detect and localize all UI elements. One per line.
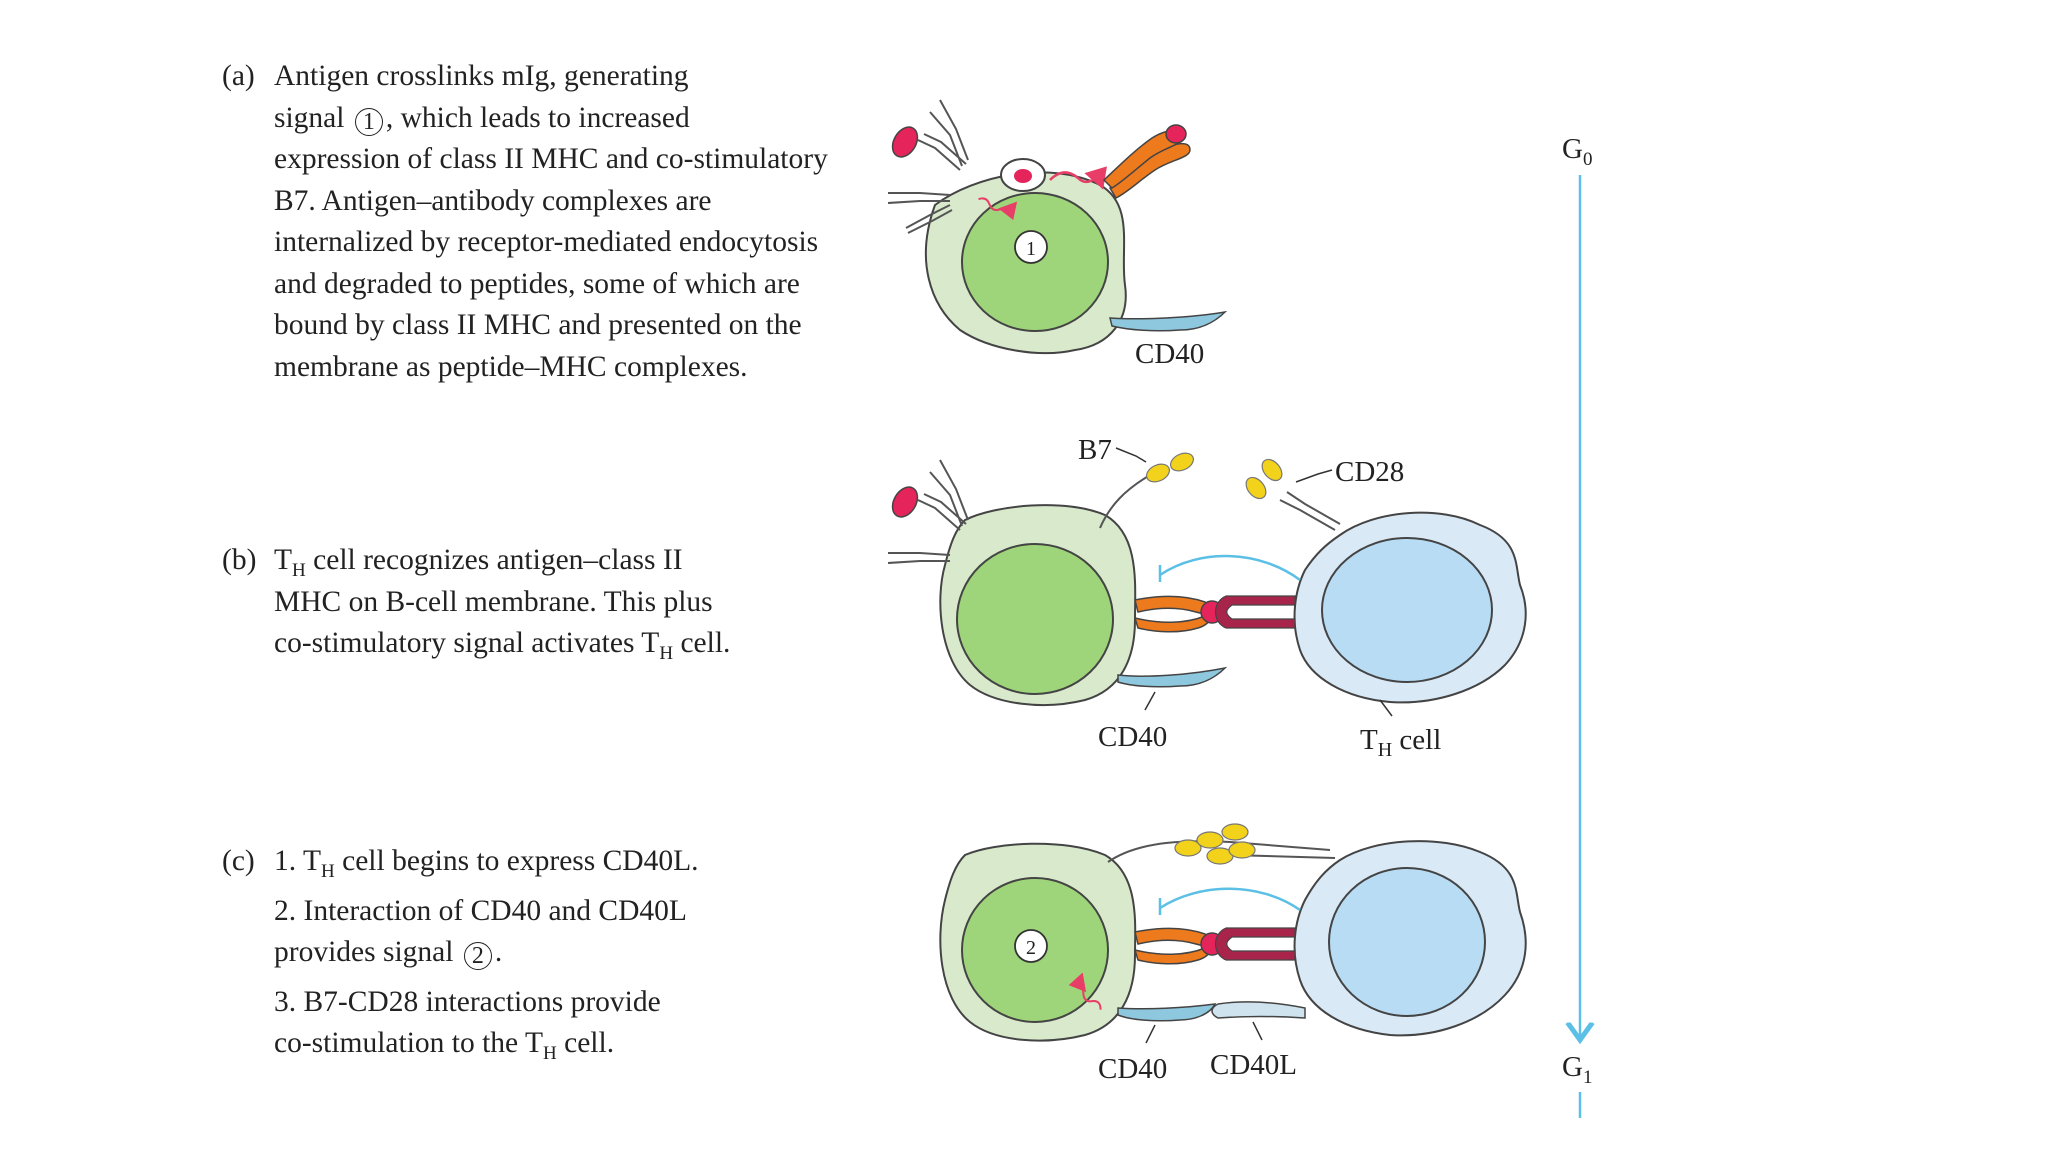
- cd40l-label-c: CD40L: [1210, 1049, 1297, 1081]
- timeline-end-main: G: [1562, 1051, 1583, 1083]
- b7-domain-2: [1170, 452, 1194, 472]
- th-cell-label-t: T: [1360, 724, 1378, 756]
- panel-a-line2: signal 1, which leads to increased: [274, 98, 842, 140]
- th-cell-c-nucleus: [1328, 867, 1486, 1017]
- panel-b-line1: TH cell recognizes antigen–class II: [274, 540, 842, 582]
- cd40-label-b: CD40: [1098, 721, 1167, 753]
- signal-2-circle: [1014, 929, 1048, 963]
- panel-c-step1: 1. TH cell begins to express CD40L.: [274, 841, 842, 883]
- panel-a-body: Antigen crosslinks mIg, generating signa…: [274, 56, 842, 388]
- cd40-label-a: CD40: [1135, 338, 1204, 370]
- panel-c-tag: (c): [222, 845, 255, 877]
- panel-c-body: 1. TH cell begins to express CD40L. 2. I…: [274, 841, 842, 1065]
- panel-c-step3: 3. B7-CD28 interactions provide co-stimul…: [274, 982, 842, 1065]
- mhc-transport-arrow: [1049, 166, 1107, 190]
- timeline-end-label: G1: [1562, 1051, 1592, 1088]
- mig-receptors-a: [887, 99, 969, 234]
- b7-cd28-bridge-1: [1107, 840, 1331, 863]
- panel-b-line3: co-stimulatory signal activates TH cell.: [274, 623, 842, 665]
- cd28-stalk-b: [1279, 491, 1341, 531]
- signal-1-label: 1: [1026, 238, 1036, 260]
- timeline-end-sub: 1: [1583, 1067, 1593, 1088]
- antigen-b: [891, 486, 919, 518]
- signal-2-arrow: [1068, 972, 1102, 1010]
- panel-b-line1-post: cell recognizes antigen–class II: [305, 544, 683, 576]
- panel-b-tag: (b): [222, 544, 257, 576]
- cd40l-leader-c: [1252, 1021, 1263, 1041]
- b7-label: B7: [1078, 434, 1112, 466]
- cd40-c: [1117, 1003, 1217, 1022]
- panel-a-line1: Antigen crosslinks mIg, generating: [274, 60, 689, 92]
- panel-c-step2-line2: provides signal 2.: [274, 932, 842, 974]
- timeline-start-sub: 0: [1583, 149, 1593, 170]
- cd40-b: [1117, 666, 1228, 688]
- panel-c-text: (c) 1. TH cell begins to express CD40L. …: [222, 841, 842, 1065]
- b7-stalk-b: [1099, 474, 1151, 529]
- cd40l-c: [1211, 1001, 1306, 1019]
- cd40-leader-c: [1145, 1024, 1156, 1044]
- panel-c-step3-line2: co-stimulation to the TH cell.: [274, 1023, 842, 1065]
- cd40-leader-b: [1144, 691, 1156, 711]
- panel-c-step2-post: .: [494, 936, 503, 968]
- panel-c-step2: 2. Interaction of CD40 and CD40L provides…: [274, 891, 842, 974]
- th-cell-label: TH cell: [1360, 724, 1441, 761]
- panel-c-step3-line1: 3. B7-CD28 interactions provide: [274, 985, 661, 1018]
- cd40-a: [1109, 310, 1228, 332]
- panel-b-t: T: [274, 544, 293, 576]
- b-cell-b-nucleus: [956, 543, 1114, 695]
- panel-b-line3-pre: co-stimulatory signal activates T: [274, 627, 660, 659]
- th-cell-leader: [1379, 699, 1393, 717]
- cd28-domain-1: [1261, 458, 1283, 482]
- panel-b-line3-post: cell.: [673, 627, 731, 659]
- panel-c-step3-pre: co-stimulation to the T: [274, 1027, 544, 1059]
- panel-c-diagram: 2 CD40 CD40L: [939, 823, 1527, 1085]
- panel-c-step2-line1: 2. Interaction of CD40 and CD40L: [274, 894, 687, 927]
- panel-b-t-sub: H: [292, 559, 306, 581]
- panel-b-body: TH cell recognizes antigen–class II MHC …: [274, 540, 842, 665]
- cd28-leader: [1295, 469, 1333, 483]
- mhc-tcr-complex-c: [1133, 927, 1296, 965]
- b7-leader: [1115, 447, 1147, 463]
- panel-c-step2-pre: provides signal: [274, 936, 454, 968]
- panel-c-step1-post: cell begins to express CD40L.: [334, 845, 699, 877]
- costimulation-arc-b: [1159, 554, 1301, 582]
- panel-b-diagram: B7 CD28 CD40 TH cell: [887, 434, 1527, 761]
- cd28-domain-2: [1245, 476, 1267, 500]
- panel-c-step3-sub: H: [543, 1042, 557, 1064]
- th-cell-label-sub: H: [1378, 739, 1392, 761]
- endosome-antigen: [1014, 169, 1032, 183]
- cd28-label: CD28: [1335, 456, 1404, 488]
- timeline-start-label: G0: [1562, 133, 1592, 170]
- panel-a-diagram: 1 CD40: [887, 99, 1228, 370]
- mhc-tcr-complex-b: [1133, 595, 1296, 633]
- signal-2-label: 2: [1026, 937, 1036, 959]
- panel-c-step3-post: cell.: [556, 1027, 615, 1059]
- panel-b-text: (b) TH cell recognizes antigen–class II …: [222, 540, 842, 665]
- cd40-label-c: CD40: [1098, 1053, 1167, 1085]
- panel-c-step1-pre: 1. T: [274, 845, 321, 877]
- panel-a-line2-pre: signal: [274, 101, 345, 134]
- panel-a-rest: expression of class II MHC and co-stimul…: [274, 143, 828, 383]
- b7-domain-1: [1146, 463, 1170, 483]
- mig-receptors-b: [887, 459, 969, 564]
- costimulation-arc-c: [1159, 887, 1301, 912]
- panel-a-tag: (a): [222, 60, 255, 92]
- mhc-class-ii-a: [1102, 124, 1191, 199]
- th-cell-label-post: cell: [1392, 724, 1441, 756]
- timeline-start-main: G: [1562, 133, 1583, 165]
- panel-a-text: (a) Antigen crosslinks mIg, generating s…: [222, 56, 842, 388]
- panel-a-line2-post: , which leads to increased: [385, 101, 690, 134]
- b7-cd28-complex-c: [1174, 823, 1256, 865]
- signal-2-marker: 2: [463, 942, 492, 970]
- antigen-a: [891, 126, 919, 158]
- signal-1-arrow: [978, 197, 1018, 220]
- cell-cycle-timeline: G0 G1: [1562, 133, 1592, 1118]
- th-cell-b-nucleus: [1321, 537, 1493, 683]
- panel-b-line2: MHC on B-cell membrane. This plus: [274, 585, 713, 618]
- panel-b-line3-sub: H: [659, 642, 674, 664]
- signal-1-marker: 1: [354, 107, 383, 136]
- panel-c-step1-sub: H: [321, 860, 335, 882]
- signal-1-circle: [1014, 230, 1048, 264]
